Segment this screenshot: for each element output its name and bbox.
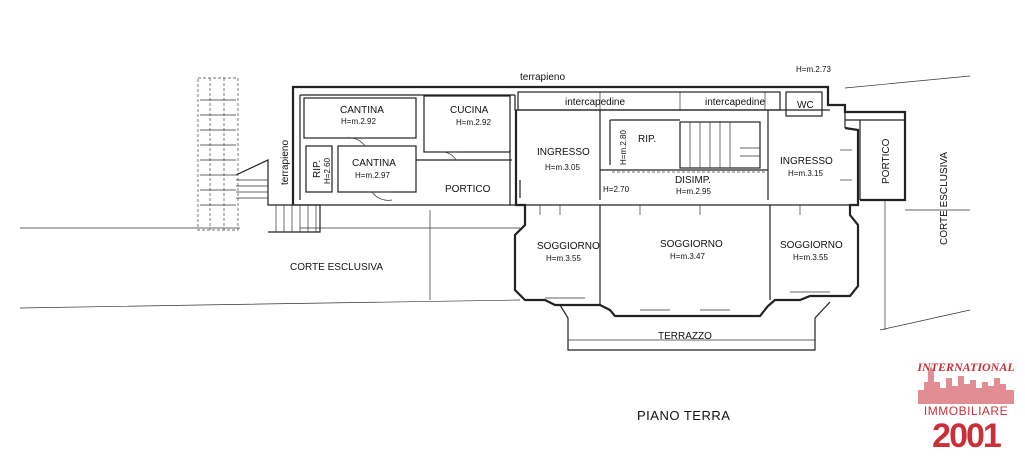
cucina-label: CUCINA — [450, 105, 489, 116]
logo-international: INTERNATIONAL — [917, 360, 1015, 374]
terrazzo-label: TERRAZZO — [658, 331, 712, 342]
ingresso-right-label: INGRESSO — [780, 156, 833, 167]
cantina-bottom-height: H=m.2.97 — [355, 171, 390, 180]
soggiorno-right-label: SOGGIORNO — [780, 240, 843, 251]
left-dashed-structure — [197, 77, 239, 231]
cucina-height: H=m.2.92 — [456, 118, 491, 127]
intercapedine-strip — [517, 91, 781, 111]
plan-title: PIANO TERRA — [637, 408, 730, 423]
soggiorno-left-label: SOGGIORNO — [537, 241, 600, 252]
intercapedine-2-label: intercapedine — [705, 97, 765, 108]
logo-number: 2001 — [932, 417, 1002, 455]
soggiorno-left-height: H=m.3.55 — [546, 254, 581, 263]
ground-lines — [19, 75, 971, 331]
ingresso-left-height: H=m.3.05 — [545, 163, 580, 172]
cantina-top-label: CANTINA — [340, 105, 384, 116]
soggiorno-center-height: H=m.3.47 — [670, 252, 705, 261]
portico-left-label: PORTICO — [445, 184, 491, 195]
central-body — [513, 91, 860, 318]
corte-left-label: CORTE ESCLUSIVA — [290, 262, 383, 273]
soggiorno-center-label: SOGGIORNO — [660, 239, 723, 250]
cantina-top-height: H=m.2.92 — [341, 117, 376, 126]
cantina-bottom-label: CANTINA — [352, 158, 396, 169]
ingresso-right-height: H=m.3.15 — [788, 169, 823, 178]
rip-center-height: H=m.2.80 — [619, 130, 628, 165]
corte-right-label: CORTE ESCLUSIVA — [939, 152, 950, 245]
logo-immobiliare: IMMOBILIARE — [923, 404, 1009, 418]
h270-label: H=2.70 — [603, 185, 630, 194]
terrapieno-top-label: terrapieno — [520, 72, 565, 83]
ingresso-left-label: INGRESSO — [537, 147, 590, 158]
terrapieno-left-label: terrapieno — [280, 140, 291, 185]
labels: terrapieno terrapieno CANTINA H=m.2.92 C… — [280, 65, 950, 423]
rip-left-height: H=2.60 — [323, 157, 332, 184]
disimp-label: DISIMP. — [675, 175, 711, 186]
left-staircase — [235, 159, 321, 233]
skyline-icon — [918, 366, 1014, 404]
soggiorno-right-height: H=m.3.55 — [793, 253, 828, 262]
intercapedine-1-label: intercapedine — [565, 97, 625, 108]
portico-right-label: PORTICO — [881, 138, 892, 184]
wc-label: WC — [797, 100, 814, 111]
disimp-height: H=m.2.95 — [676, 187, 711, 196]
rip-center-label: RIP. — [638, 134, 656, 145]
agency-logo: INTERNATIONAL IMMOBILIARE 2001 — [916, 360, 1016, 460]
wc-height: H=m.2.73 — [796, 65, 831, 74]
rip-left-label: RIP. — [312, 160, 323, 178]
terrace — [559, 301, 831, 351]
left-rooms — [303, 95, 512, 205]
